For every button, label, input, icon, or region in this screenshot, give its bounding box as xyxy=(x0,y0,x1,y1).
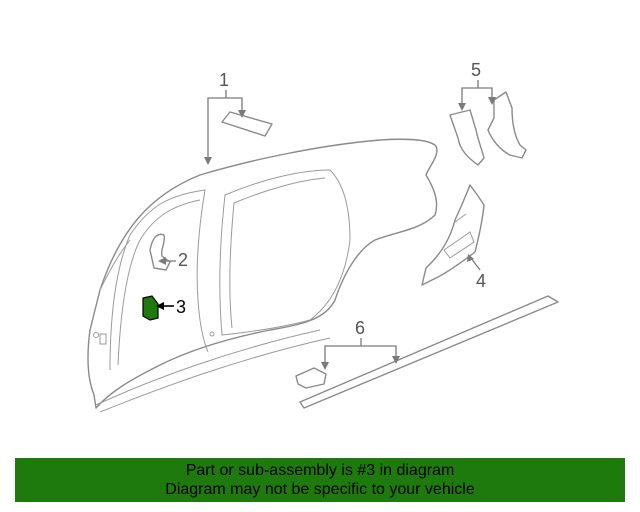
callout-5-arrow xyxy=(458,97,496,111)
callout-1-arrow xyxy=(204,110,246,165)
rocker-molding-part xyxy=(295,295,559,409)
callout-5-leader xyxy=(461,80,493,106)
callout-4-leader xyxy=(470,257,481,271)
callout-1-leader xyxy=(207,90,243,160)
notice-banner: Part or sub-assembly is #3 in diagram Di… xyxy=(15,458,625,502)
c-pillar-parts xyxy=(449,91,527,166)
notice-line-1: Part or sub-assembly is #3 in diagram xyxy=(185,462,455,479)
callout-2-arrow xyxy=(158,257,166,265)
quarter-inner-part xyxy=(421,184,485,286)
callout-3-arrow xyxy=(156,302,164,310)
roof-rail-reinforcement-part xyxy=(221,111,273,137)
callout-4: 4 xyxy=(476,271,486,291)
side-panel-part xyxy=(87,138,438,413)
callout-1: 1 xyxy=(219,70,229,90)
callout-3: 3 xyxy=(176,297,186,317)
parts-diagram: 1 2 3 4 5 6 xyxy=(87,60,559,413)
callout-6-leader xyxy=(324,338,397,366)
notice-line-2: Diagram may not be specific to your vehi… xyxy=(165,481,475,498)
callout-5: 5 xyxy=(471,60,481,80)
callout-6: 6 xyxy=(355,318,365,338)
callout-4-arrow xyxy=(467,254,474,262)
callout-2: 2 xyxy=(178,250,188,270)
highlighted-part-3 xyxy=(142,295,159,321)
